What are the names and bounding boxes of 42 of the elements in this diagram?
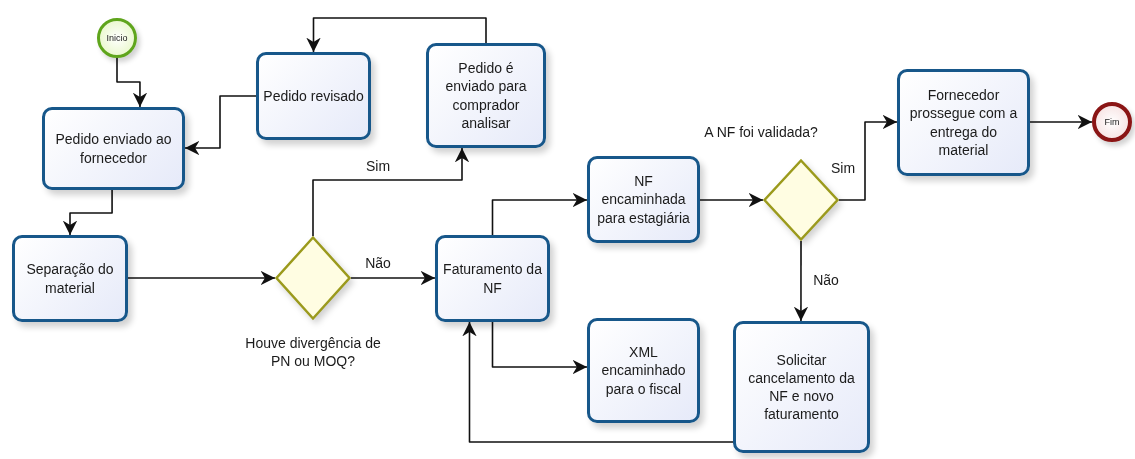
- arrow: [62, 189, 113, 236]
- box-text: Fornecedor prossegue com a entrega do material: [908, 86, 1019, 159]
- box-text: Faturamento da NF: [442, 260, 543, 297]
- edge-label: Não: [811, 272, 841, 288]
- arrow: [1029, 114, 1093, 130]
- decision-question: A NF foi validada?: [703, 123, 819, 142]
- end-event-circle: [1092, 102, 1132, 142]
- box-text: Pedido revisado: [263, 86, 364, 106]
- process-box: [897, 69, 1030, 176]
- event-label: Inicio: [106, 33, 128, 43]
- arrow: [838, 114, 898, 201]
- arrow: [462, 321, 734, 443]
- edge-label: Sim: [363, 158, 393, 174]
- process-box: [426, 43, 546, 148]
- decision-question: Houve divergência de PN ou MOQ?: [244, 334, 382, 371]
- box-text: Separação do material: [25, 260, 115, 297]
- arrow: [350, 270, 436, 286]
- event-label: Fim: [1104, 117, 1120, 127]
- arrow: [793, 240, 809, 322]
- arrow: [116, 57, 148, 108]
- start-event-circle: [97, 18, 137, 58]
- process-box: [42, 107, 185, 190]
- process-box: [733, 321, 870, 453]
- process-box: [256, 52, 371, 140]
- edge-label: Não: [363, 255, 393, 271]
- process-box: [435, 235, 550, 322]
- arrow: [491, 321, 588, 375]
- arrow: [699, 192, 764, 208]
- box-text: Solicitar cancelamento da NF e novo faturamento: [747, 350, 856, 424]
- process-box: [587, 156, 700, 243]
- box-text: Pedido é enviado para comprador analisar: [444, 59, 528, 132]
- edge-label: Sim: [828, 160, 858, 176]
- process-box: [587, 318, 700, 423]
- arrow: [491, 192, 588, 236]
- arrow: [306, 17, 487, 53]
- arrow: [312, 147, 470, 237]
- process-box: [12, 235, 128, 322]
- box-text: Pedido enviado ao fornecedor: [54, 130, 173, 167]
- arrow: [184, 95, 257, 156]
- box-text: XML encaminhado para o fiscal: [600, 343, 687, 398]
- arrow: [127, 270, 276, 286]
- box-text: NF encaminhada para estagiária: [596, 172, 691, 227]
